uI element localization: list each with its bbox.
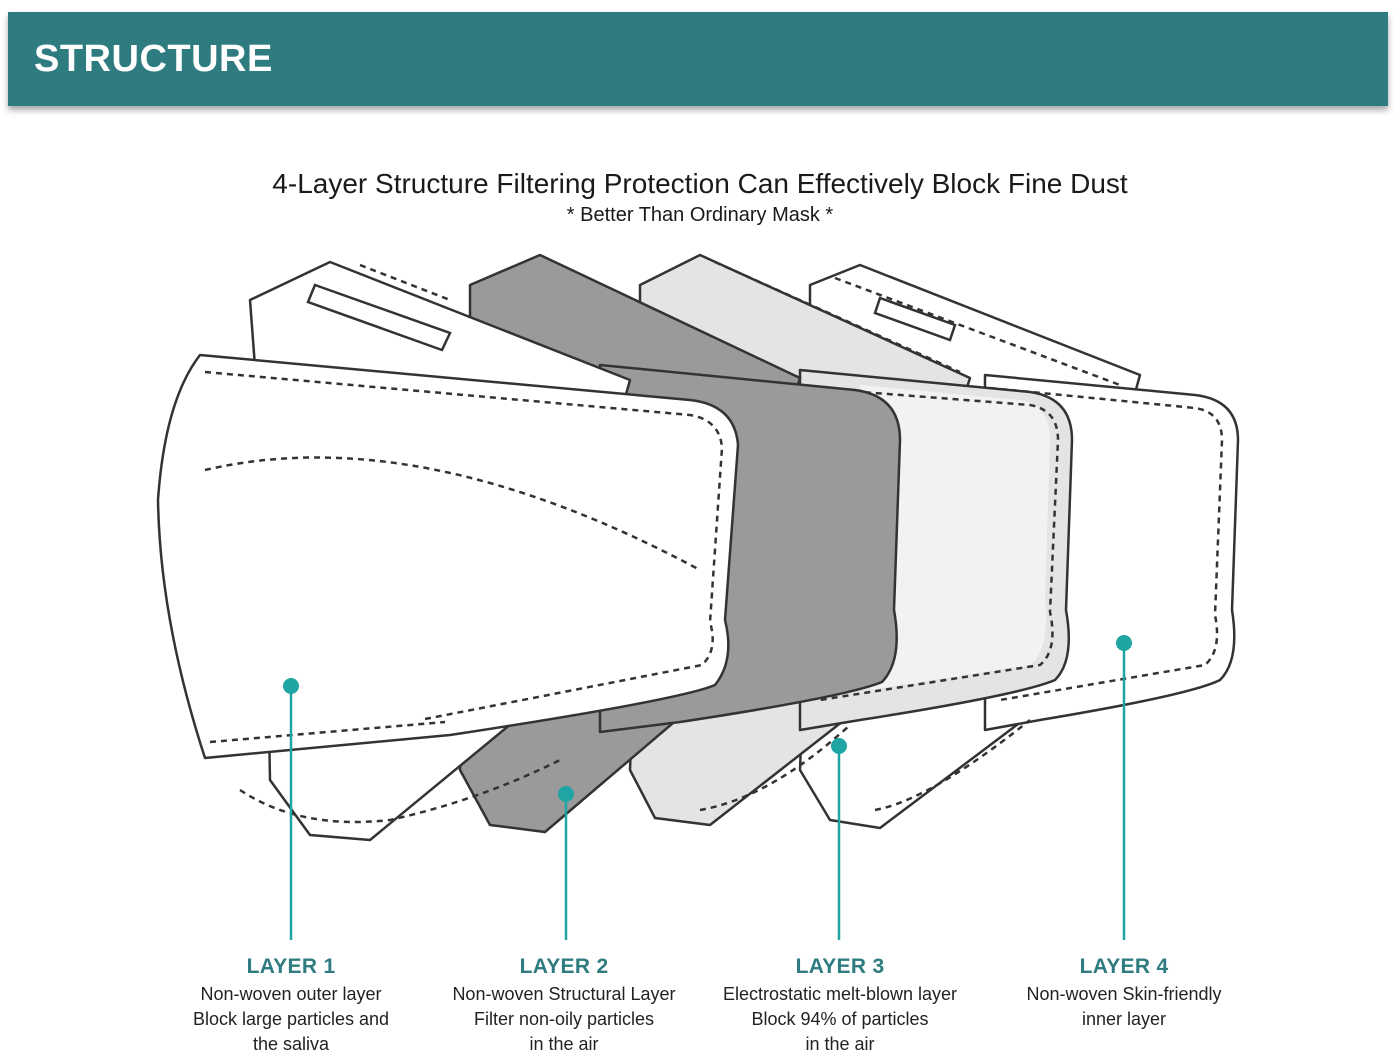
callout-dot-layer-4 — [1116, 635, 1132, 651]
subheadline: * Better Than Ordinary Mask * — [566, 204, 834, 226]
layer-1-label: LAYER 1 Non-woven outer layer Block larg… — [141, 955, 441, 1057]
layer-1-mask — [156, 260, 740, 842]
layer-4-nose-strip — [873, 296, 957, 342]
layer-3-inner-panel — [860, 385, 1050, 690]
layer-2-desc-line: Non-woven Structural Layer — [452, 984, 676, 1004]
layer-3-desc-line: Block 94% of particles — [751, 1009, 929, 1029]
headline: 4-Layer Structure Filtering Protection C… — [272, 168, 1128, 199]
layer-4-label: LAYER 4 Non-woven Skin-friendly inner la… — [974, 955, 1274, 1032]
layer-1-desc-line: Non-woven outer layer — [200, 984, 382, 1004]
layer-2-desc-line: in the air — [529, 1034, 599, 1054]
layer-4-desc-line: Non-woven Skin-friendly — [1026, 984, 1222, 1004]
callout-layer-1 — [283, 678, 299, 940]
layer-1-desc-line: the saliva — [252, 1034, 330, 1054]
layer-3-desc-line: Electrostatic melt-blown layer — [722, 984, 958, 1004]
layer-3-desc-line: in the air — [805, 1034, 875, 1054]
layer-1-nose-strip — [306, 283, 452, 352]
callout-layer-3 — [831, 738, 847, 940]
page-title: STRUCTURE — [34, 38, 273, 80]
callout-dot-layer-2 — [558, 786, 574, 802]
layer-3-stitch — [699, 260, 1060, 812]
layer-4-desc-line: inner layer — [1081, 1009, 1167, 1029]
callout-layer-2 — [558, 786, 574, 940]
layer-3-label: LAYER 3 Electrostatic melt-blown layer B… — [690, 955, 990, 1057]
layer-3-title: LAYER 3 — [795, 955, 885, 978]
layer-1-stitch — [204, 263, 724, 824]
callout-layer-4 — [1116, 635, 1132, 940]
layer-1-title: LAYER 1 — [246, 955, 336, 978]
callout-dot-layer-3 — [831, 738, 847, 754]
header-banner: STRUCTURE — [8, 12, 1388, 106]
layer-2-title: LAYER 2 — [519, 955, 609, 978]
layer-2-desc-line: Filter non-oily particles — [473, 1009, 655, 1029]
layer-2-label: LAYER 2 Non-woven Structural Layer Filte… — [414, 955, 714, 1057]
layer-4-title: LAYER 4 — [1079, 955, 1169, 978]
callout-dot-layer-1 — [283, 678, 299, 694]
layer-4-stitch — [834, 276, 1224, 812]
layer-1-front-panel — [156, 353, 740, 760]
layer-1-desc-line: Block large particles and — [192, 1009, 390, 1029]
